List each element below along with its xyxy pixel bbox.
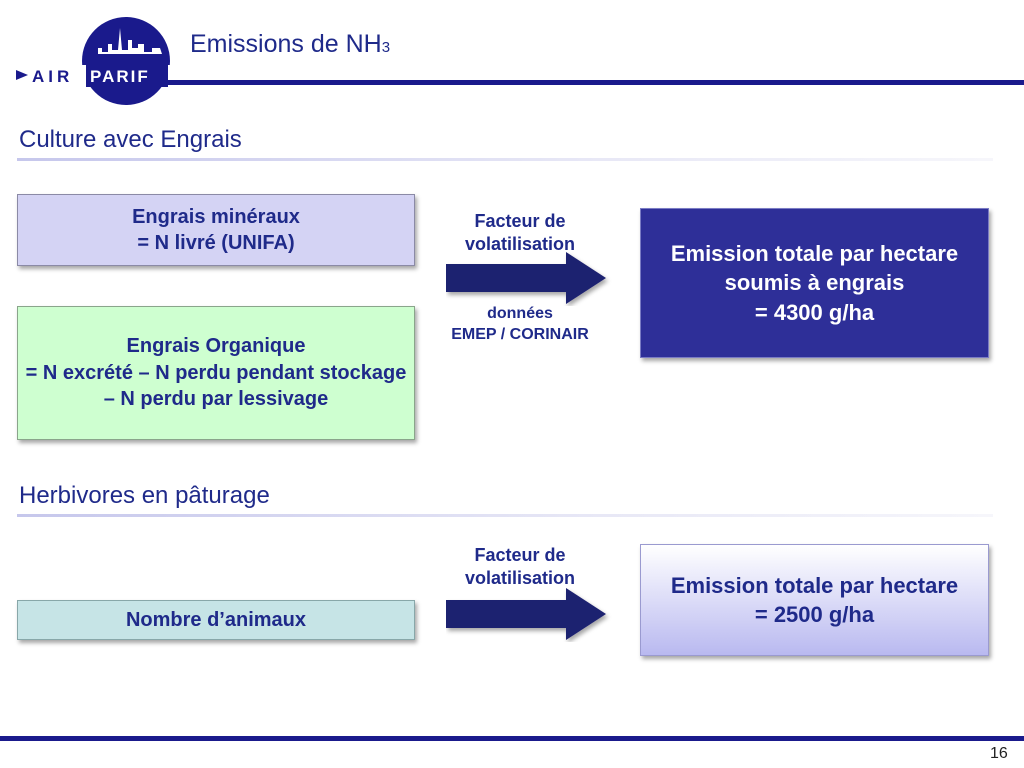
page-number: 16 [990, 745, 1008, 762]
arrow-right-icon [446, 252, 606, 304]
box-emission-totale-herbivores: Emission totale par hectare = 2500 g/ha [640, 544, 989, 656]
city-skyline-icon [90, 28, 162, 54]
section-title-herbivores: Herbivores en pâturage [19, 482, 270, 509]
footer-rule [0, 736, 1024, 741]
box-nombre-animaux: Nombre d’animaux [17, 600, 415, 640]
arrow-icon [16, 70, 28, 80]
box-nombre-animaux-text: Nombre d’animaux [125, 608, 307, 631]
slide-title-subscript: 3 [381, 39, 391, 56]
box-emission-totale-engrais-text: Emission totale par hectare soumis à eng… [670, 241, 959, 325]
logo-text-parif: PARIF [90, 67, 150, 86]
box-engrais-mineraux: Engrais minéraux = N livré (UNIFA) [17, 194, 415, 266]
airparif-logo: AIR PARIF [14, 17, 174, 105]
logo-text-air: AIR [32, 67, 73, 86]
slide-title: Emissions de NH3 [190, 30, 390, 59]
section-title-culture: Culture avec Engrais [19, 126, 242, 153]
box-emission-totale-engrais: Emission totale par hectare soumis à eng… [640, 208, 989, 358]
source-label: données EMEP / CORINAIR [451, 305, 589, 343]
factor-label-2: Facteur de volatilisation [464, 545, 576, 589]
slide-title-main: Emissions de NH [190, 30, 382, 58]
box-engrais-mineraux-text: Engrais minéraux = N livré (UNIFA) [132, 205, 300, 254]
section-rule-1 [17, 158, 993, 161]
box-emission-totale-herbivores-text: Emission totale par hectare = 2500 g/ha [670, 572, 959, 627]
box-engrais-organique-text: Engrais Organique = N excrété – N perdu … [25, 335, 407, 411]
arrow-right-icon [446, 588, 606, 640]
factor-label-1: Facteur de volatilisation [464, 211, 576, 255]
box-engrais-organique: Engrais Organique = N excrété – N perdu … [17, 306, 415, 440]
section-rule-2 [17, 514, 993, 517]
header-rule [168, 80, 1024, 85]
